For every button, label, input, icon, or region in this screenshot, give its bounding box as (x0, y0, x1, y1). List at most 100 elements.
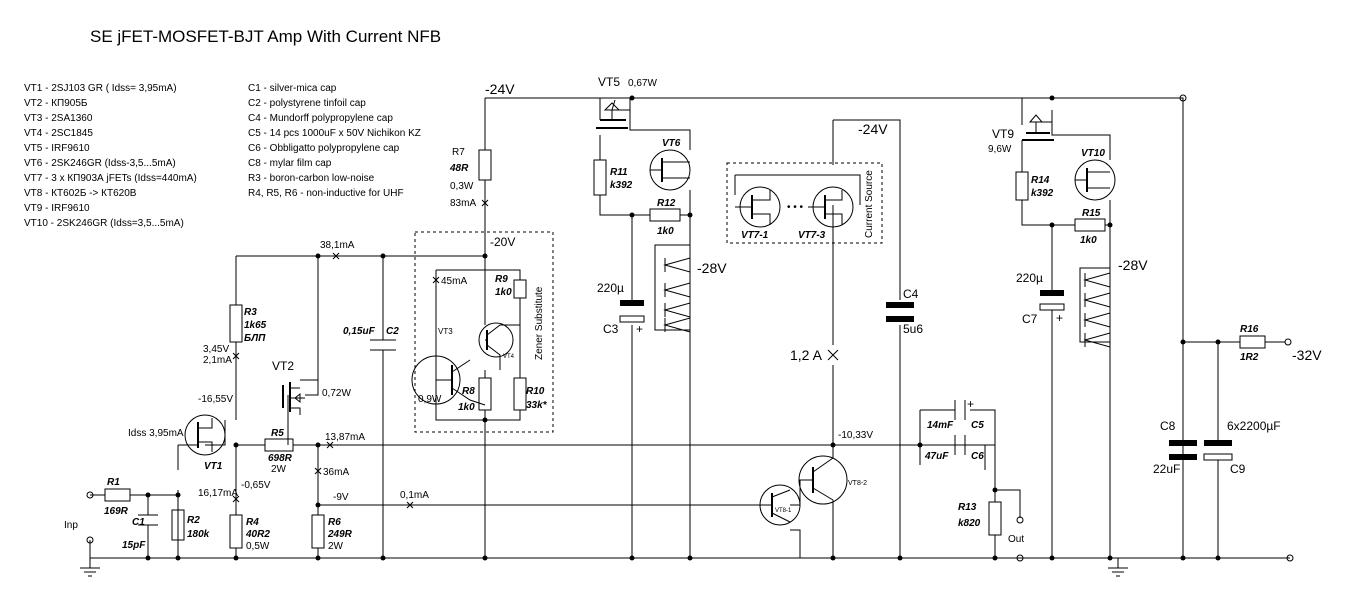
label-r16: R16 (1240, 324, 1259, 335)
label-r3-type: БЛП (244, 333, 266, 344)
diagram-title: SE jFET-MOSFET-BJT Amp With Current NFB (90, 27, 441, 46)
transistor-vt9 (1022, 114, 1054, 141)
capacitor-c4 (886, 302, 914, 322)
label-c5-val: 14mF (927, 420, 954, 431)
label-r14-val: k392 (1031, 188, 1054, 199)
transistor-vt5 (596, 99, 630, 129)
label-c1-val: 15pF (122, 540, 146, 551)
label-r9-val: 1k0 (495, 287, 512, 298)
label-vt2: VT2 (272, 359, 294, 373)
capacitors (138, 290, 1233, 526)
transistor-vt6 (649, 149, 691, 191)
label-r7-power: 0,3W (450, 181, 474, 192)
label-vt9-power: 9,6W (988, 144, 1012, 155)
label-m24-left: -24V (485, 81, 515, 97)
label-r3: R3 (244, 307, 257, 318)
resistor-r13 (988, 501, 1002, 536)
input-terminal (86, 491, 94, 499)
label-c9: C9 (1230, 462, 1246, 476)
capacitor-c8 (1169, 440, 1197, 460)
ground-rail-terminal (1286, 554, 1294, 562)
label-c6-val: 47uF (924, 451, 949, 462)
label-r7-val: 48R (449, 163, 469, 174)
label-c2: C2 (386, 326, 399, 337)
label-out: Out (1008, 534, 1024, 545)
label-c6: C6 (971, 451, 984, 462)
transistor-vt10 (1074, 159, 1116, 201)
resistors (104, 149, 1266, 549)
label-i-36: 36mA (323, 467, 349, 478)
rail-terminal (1179, 94, 1187, 102)
note-c6: C6 - Obbligatto polypropylene cap (248, 143, 400, 154)
label-vt5-power: 0,67W (628, 78, 657, 89)
label-inp: Inp (64, 520, 78, 531)
label-v-1033: -10,33V (838, 430, 873, 441)
resistor-r1 (104, 488, 131, 502)
note-r3: R3 - boron-carbon low-noise (248, 173, 375, 184)
label-c7-plus: + (1056, 311, 1063, 325)
label-vt2-power: 0,72W (322, 388, 351, 399)
label-r5-val: 698R (268, 453, 293, 464)
label-vt3: VT3 (438, 327, 453, 336)
resistor-r15 (1074, 218, 1106, 232)
label-c8: C8 (1160, 419, 1176, 433)
note-r456: R4, R5, R6 - non-inductive for UHF (248, 188, 404, 199)
label-r15: R15 (1082, 208, 1101, 219)
label-m20: -20V (490, 235, 515, 249)
output-terminal (1016, 516, 1024, 524)
label-r1-val: 169R (104, 506, 129, 517)
label-i-1617: 16,17mA (198, 488, 238, 499)
label-r7-current: 83mA (450, 198, 476, 209)
part-vt9: VT9 - IRF9610 (24, 203, 90, 214)
resistor-r11 (593, 159, 607, 196)
label-vt10: VT10 (1081, 148, 1105, 159)
label-vt71: VT7-1 (741, 230, 769, 241)
resistor-r6 (311, 514, 325, 549)
label-r4-val: 40R2 (245, 529, 270, 540)
resistor-r9 (513, 279, 527, 299)
ground-symbol-right (1108, 558, 1128, 577)
label-r5-power: 2W (271, 464, 287, 475)
junctions (145, 95, 1221, 561)
resistor-r5 (264, 438, 294, 452)
label-vt73: VT7-3 (798, 230, 826, 241)
label-r16-val: 1R2 (1240, 352, 1259, 363)
ground-symbols (80, 558, 1128, 577)
transistor-vt3 (411, 345, 486, 406)
label-c5: C5 (971, 420, 984, 431)
label-r7: R7 (452, 147, 465, 158)
label-i-01: 0,1mA (400, 490, 429, 501)
label-r15-val: 1k0 (1080, 235, 1097, 246)
label-vt5: VT5 (598, 75, 620, 89)
output-ground-terminal (1016, 554, 1024, 562)
label-r10: R10 (526, 386, 545, 397)
label-vt4: VT4 (503, 354, 515, 360)
zener-substitute-box (414, 231, 554, 433)
label-vt6: VT6 (662, 138, 681, 149)
label-r4: R4 (246, 517, 259, 528)
component-notes: C1 - silver-mica cap C2 - polystyrene ti… (248, 83, 421, 199)
capacitor-c7 (1039, 290, 1065, 311)
label-r6-power: 2W (328, 541, 344, 552)
label-c2-val: 0,15uF (343, 326, 376, 337)
capacitor-c5 (954, 400, 966, 420)
label-vt81: VT8-1 (775, 508, 792, 514)
label-c8-val: 22uF (1153, 462, 1180, 476)
label-r12-val: 1k0 (657, 226, 674, 237)
transistor-vt8-1 (759, 484, 801, 526)
label-i-45: 45mA (441, 276, 467, 287)
transistor-vt1 (178, 414, 226, 456)
note-c4: C4 - Mundorff polypropylene cap (248, 113, 393, 124)
note-c1: C1 - silver-mica cap (248, 83, 337, 94)
part-vt4: VT4 - 2SC1845 (24, 128, 93, 139)
label-r3-val: 1k65 (244, 320, 267, 331)
label-c3-val: 220µ (597, 281, 624, 295)
label-r9: R9 (495, 274, 508, 285)
capacitor-c3 (619, 300, 645, 323)
label-i-21: 2,1mA (203, 355, 232, 366)
label-r8-power: 0,9W (418, 394, 442, 405)
label-c5-plus: + (967, 397, 974, 411)
label-i-381: 38,1mA (320, 240, 355, 251)
current-source-box (726, 162, 883, 244)
